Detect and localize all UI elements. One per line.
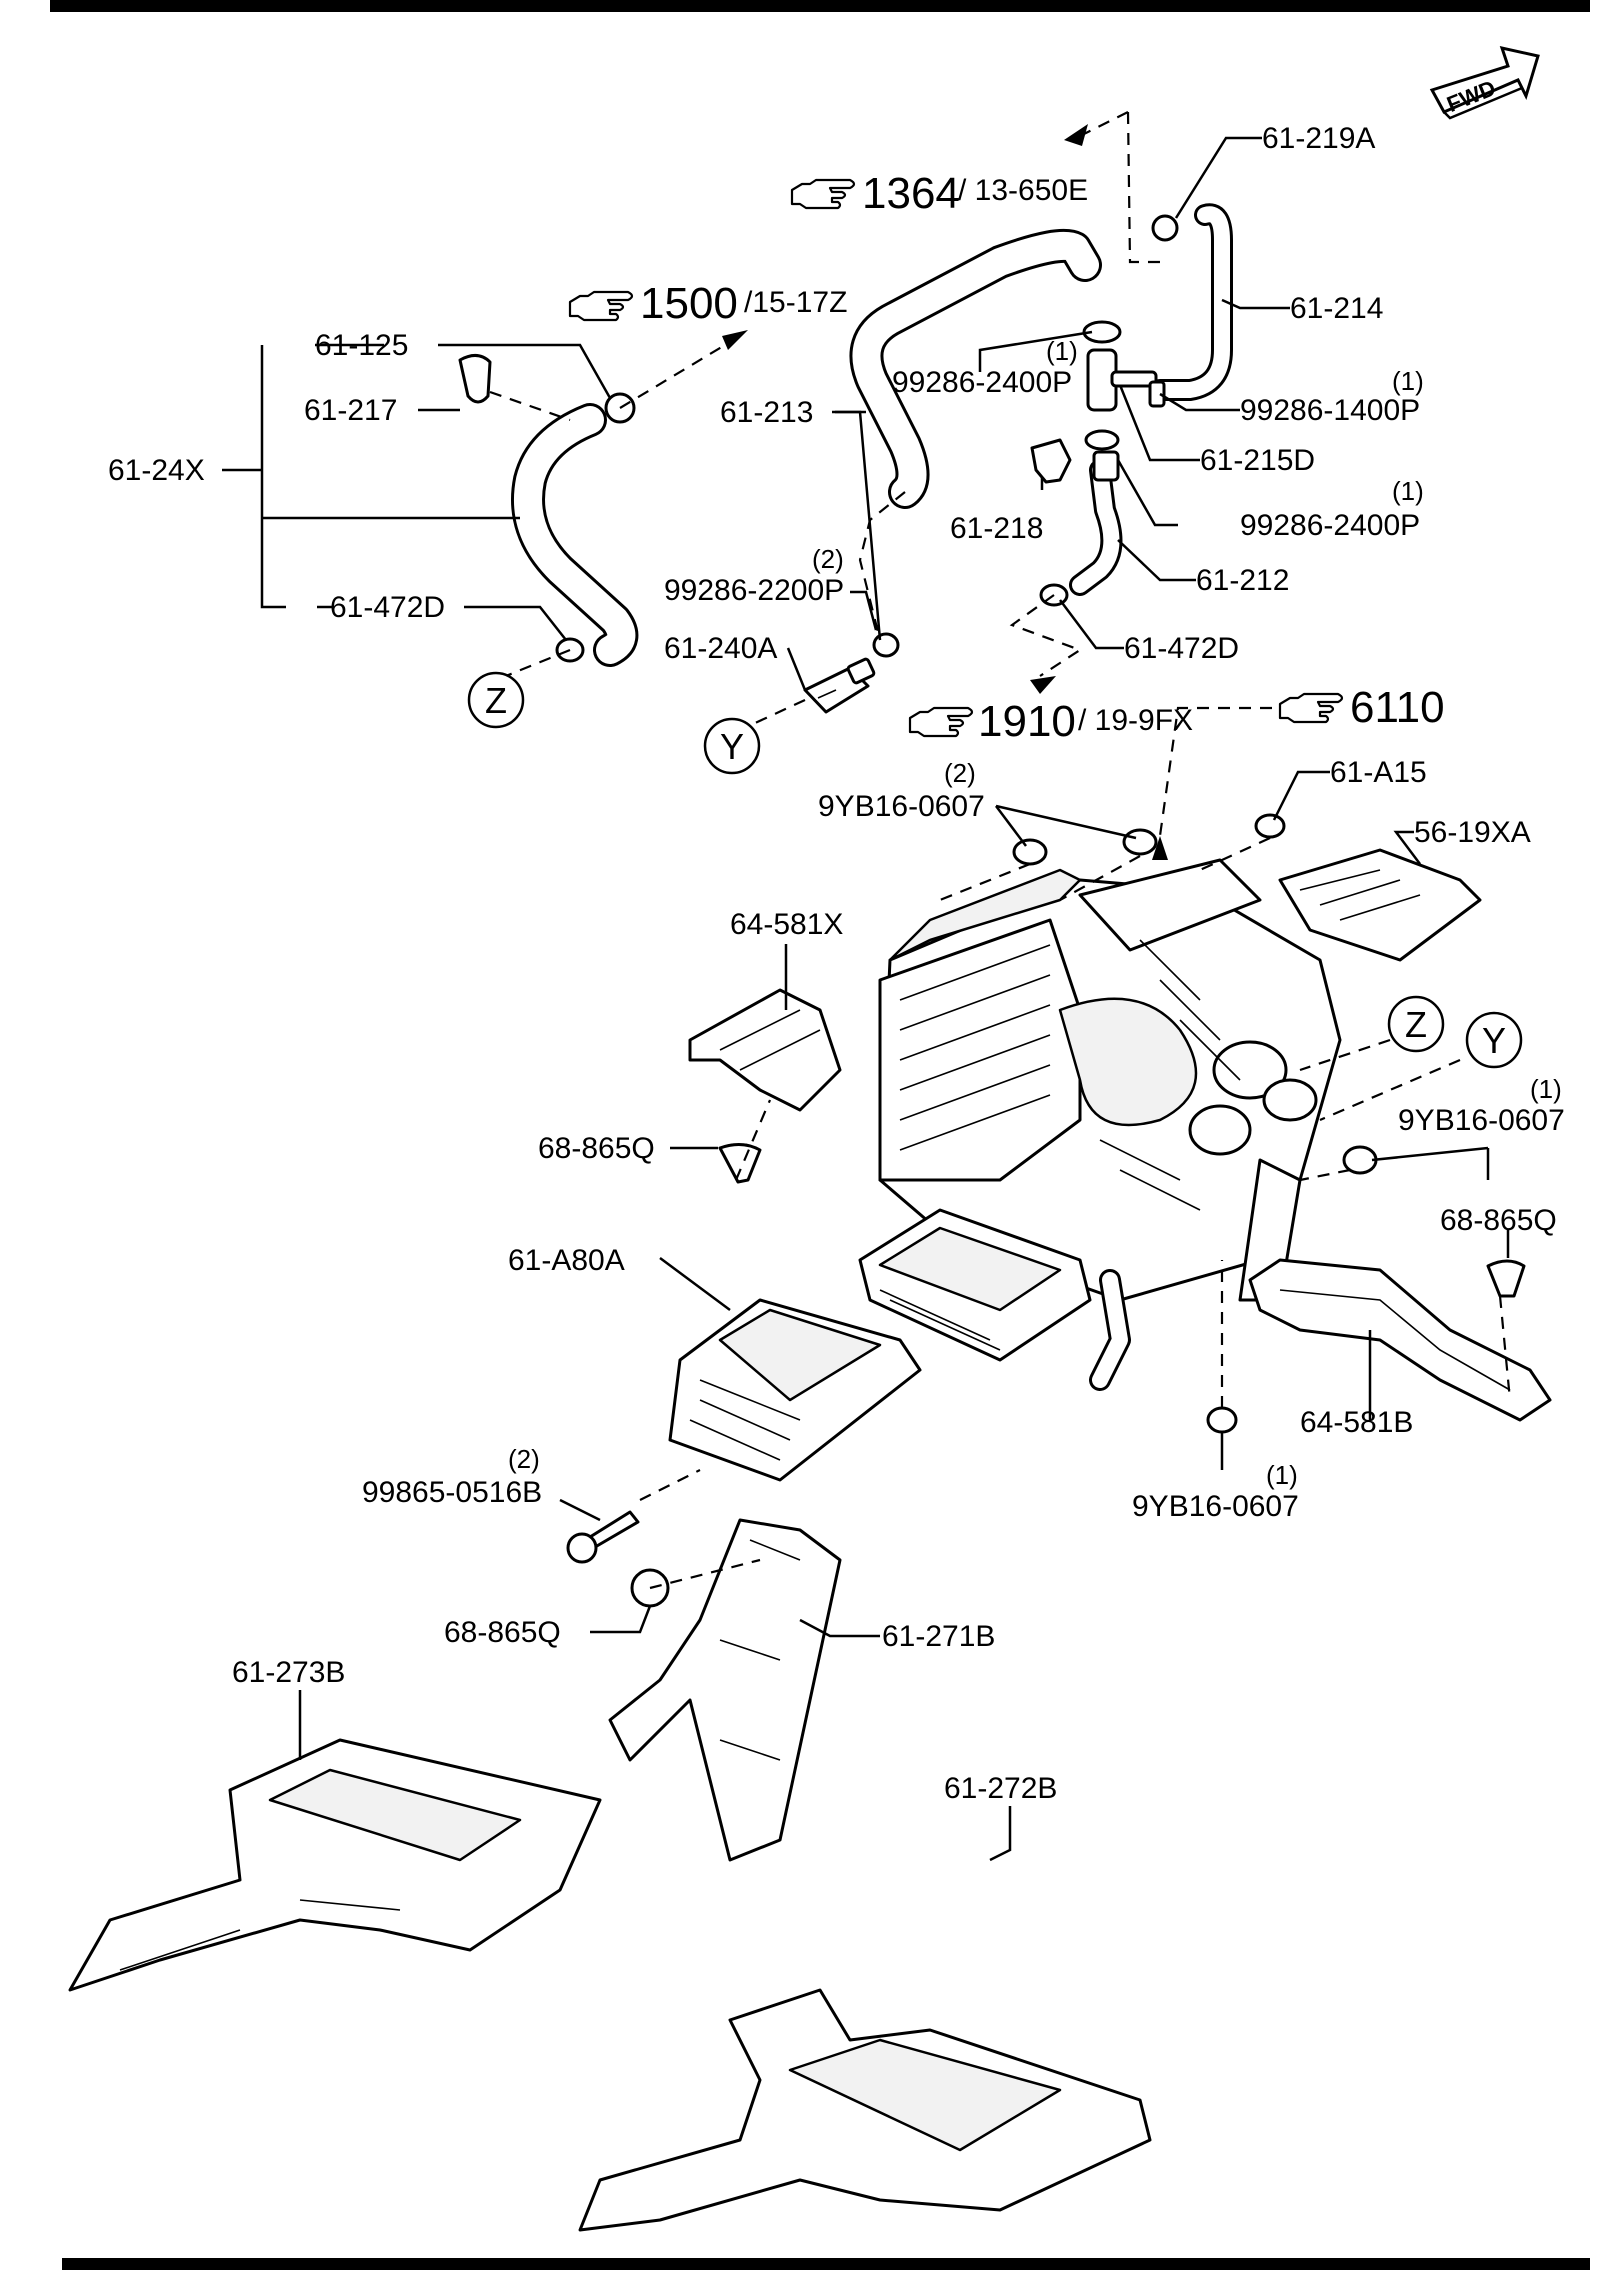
label-99286-2200P: 99286-2200P (664, 574, 844, 607)
assembly-dash-lines-lower (639, 836, 1512, 1590)
label-9YB16-0607-b: 9YB16-0607 (1398, 1104, 1565, 1137)
bottom-border (62, 2258, 1590, 2270)
ref-1910-sub: / 19-9FX (1078, 704, 1193, 737)
duct-61-271B (608, 1518, 842, 1862)
duct-61-273B (68, 1738, 602, 1992)
qty-99286-1400P: (1) (1392, 366, 1424, 396)
reference-6110: 6110 (1278, 683, 1445, 732)
label-61-24X: 61-24X (108, 454, 205, 487)
ref-1364-sub: / 13-650E (958, 174, 1088, 207)
reference-1500: 1500 /15-17Z (568, 279, 847, 328)
qty-99286-2400P-b: (1) (1392, 476, 1424, 506)
ref-1500-number: 1500 (640, 279, 738, 328)
label-56-19XA: 56-19XA (1414, 816, 1531, 849)
reference-arrows (722, 124, 1168, 860)
label-68-865Q-b: 68-865Q (1440, 1204, 1557, 1237)
reference-1910: 1910 / 19-9FX (908, 697, 1193, 746)
label-61-217: 61-217 (304, 394, 397, 427)
nut-icons (1012, 813, 1378, 1434)
connector-y-1: Y (703, 717, 761, 775)
label-61-218: 61-218 (950, 512, 1043, 545)
fwd-arrow-icon: FWD (1429, 45, 1540, 120)
pointing-hand-icon (908, 706, 974, 738)
label-61-A15: 61-A15 (1330, 756, 1427, 789)
label-61-273B: 61-273B (232, 1656, 345, 1689)
qty-99286-2400P-a: (1) (1046, 336, 1078, 366)
duct-64-581X (688, 988, 842, 1112)
connector-y-2: Y (1465, 1011, 1523, 1069)
qty-9YB16-0607-a: (2) (944, 758, 976, 788)
connector-z-1-label: Z (485, 680, 507, 721)
heater-unit (858, 858, 1342, 1391)
ref-1910-number: 1910 (978, 697, 1076, 746)
label-61-472D-a: 61-472D (330, 591, 445, 624)
leader-lines-lower (298, 770, 1510, 1862)
duct-64-581B (1248, 1258, 1552, 1422)
pointing-hand-icon (790, 178, 856, 210)
qty-9YB16-0607-c: (1) (1266, 1460, 1298, 1490)
ref-1364-number: 1364 (862, 169, 960, 218)
heater-hose-assembly (458, 203, 1233, 714)
connector-y-2-label: Y (1482, 1020, 1506, 1061)
ref-1500-sub: /15-17Z (744, 286, 847, 319)
label-99286-2400P-a: 99286-2400P (892, 366, 1072, 399)
label-61-213: 61-213 (720, 396, 813, 429)
label-61-272B: 61-272B (944, 1772, 1057, 1805)
label-68-865Q-a: 68-865Q (538, 1132, 655, 1165)
label-61-A80A: 61-A80A (508, 1244, 625, 1277)
label-61-215D: 61-215D (1200, 444, 1315, 477)
duct-61-272B (578, 1988, 1152, 2232)
label-64-581B: 64-581B (1300, 1406, 1413, 1439)
leader-lines-top (222, 136, 1290, 691)
label-99865-0516B: 99865-0516B (362, 1476, 542, 1509)
label-99286-1400P: 99286-1400P (1240, 394, 1420, 427)
label-61-240A: 61-240A (664, 632, 777, 665)
label-61-271B: 61-271B (882, 1620, 995, 1653)
label-61-219A: 61-219A (1262, 122, 1375, 155)
label-61-472D-b: 61-472D (1124, 632, 1239, 665)
label-61-125: 61-125 (315, 329, 408, 362)
assembly-dash-lines-top (489, 111, 1272, 851)
connector-z-2: Z (1387, 995, 1445, 1053)
ref-6110-number: 6110 (1350, 683, 1445, 732)
label-68-865Q-c: 68-865Q (444, 1616, 561, 1649)
reference-1364: 1364 / 13-650E (790, 169, 1088, 218)
connector-z-1: Z (467, 671, 525, 729)
qty-99286-2200P: (2) (812, 544, 844, 574)
clip-icon-1 (718, 1143, 762, 1184)
qty-99865-0516B: (2) (508, 1444, 540, 1474)
connector-y-1-label: Y (720, 726, 744, 767)
label-9YB16-0607-c: 9YB16-0607 (1132, 1490, 1299, 1523)
bracket-56-19XA (1278, 848, 1482, 962)
label-61-214: 61-214 (1290, 292, 1383, 325)
clip-icon-2 (1486, 1259, 1526, 1298)
label-9YB16-0607-a: 9YB16-0607 (818, 790, 985, 823)
connector-z-2-label: Z (1405, 1004, 1427, 1045)
label-64-581X: 64-581X (730, 908, 843, 941)
label-99286-2400P-b: 99286-2400P (1240, 509, 1420, 542)
pointing-hand-icon (1278, 692, 1344, 724)
top-border (50, 0, 1590, 12)
qty-9YB16-0607-b: (1) (1530, 1074, 1562, 1104)
part-labels: 61-219A 61-214 (1) 99286-1400P 61-215D (… (108, 122, 1565, 1805)
label-61-212: 61-212 (1196, 564, 1289, 597)
pointing-hand-icon (568, 290, 634, 322)
